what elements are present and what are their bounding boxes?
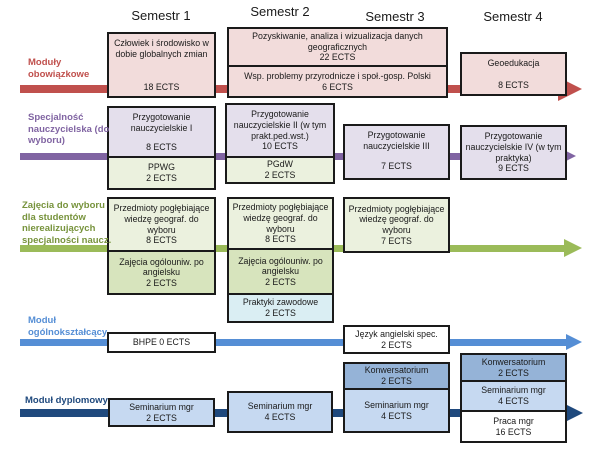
ects-value: 10 ECTS — [262, 141, 298, 152]
module-label-ogolnoksztalcacy: Moduł ogólnokształcący — [28, 315, 108, 338]
ects-value: 8 ECTS — [498, 80, 529, 91]
course-box-pozyskiwanie-danych: Pozyskiwanie, analiza i wizualizacja dan… — [227, 27, 448, 67]
ects-value: 6 ECTS — [322, 81, 353, 92]
ects-value: 7 ECTS — [381, 161, 412, 172]
semester-header-1: Semestr 1 — [131, 8, 191, 23]
course-title: Język angielski spec. — [355, 328, 438, 339]
ects-value: 7 ECTS — [381, 235, 412, 246]
ects-value: 4 ECTS — [264, 412, 296, 422]
course-box-czlowiek-i-srodowisko: Człowiek i środowisko w dobie globalnych… — [107, 32, 216, 98]
course-box-praktyki-zawodowe: Praktyki zawodowe 2 ECTS — [227, 293, 334, 323]
course-title: Przygotowanie nauczycielskie IV (w tym p… — [465, 131, 562, 163]
course-box-jezyk-angielski: Język angielski spec. 2 ECTS — [343, 325, 450, 354]
course-box-przedmioty-poglebiajace-s3: Przedmioty pogłębiające wiedzę geograf. … — [343, 197, 450, 253]
course-box-przygotowanie-1: Przygotowanie nauczycielskie I 8 ECTS — [107, 106, 216, 158]
ects-value: 2 ECTS — [498, 367, 529, 378]
ects-value: 8 ECTS — [265, 234, 296, 245]
course-box-bhpe: BHPE 0 ECTS — [107, 332, 216, 353]
ects-value: 18 ECTS — [143, 82, 180, 93]
course-box-geoedukacja: Geoedukacja 8 ECTS — [460, 52, 567, 96]
course-title: Geoedukacja — [487, 58, 540, 68]
course-title: Seminarium mgr — [247, 401, 313, 412]
arrow-head-ogolnoksztalcacy — [566, 334, 582, 350]
ects-value: 2 ECTS — [264, 170, 296, 180]
course-title: Konwersatorium — [364, 365, 429, 376]
course-title: Przygotowanie nauczycielskie II (w tym p… — [233, 109, 327, 141]
ects-value: 2 ECTS — [381, 376, 412, 386]
ects-value: 4 ECTS — [498, 396, 529, 406]
ects-value: 2 ECTS — [146, 277, 177, 288]
ects-value: 8 ECTS — [146, 142, 177, 153]
course-title: Przedmioty pogłębiające wiedzę geograf. … — [348, 203, 445, 235]
arrow-bar-ogolnoksztalcacy — [20, 339, 568, 346]
module-label-obowiazkowe: Moduły obowiązkowe — [28, 57, 90, 80]
course-title: Praktyki zawodowe — [242, 297, 319, 308]
course-box-przygotowanie-4: Przygotowanie nauczycielskie IV (w tym p… — [460, 125, 567, 180]
course-title: Przygotowanie nauczycielskie I — [130, 112, 193, 133]
course-box-praca-mgr: Praca mgr 16 ECTS — [460, 410, 567, 443]
arrow-head-zajecia — [564, 239, 582, 257]
ects-value: 2 ECTS — [381, 339, 412, 350]
semester-header-2: Semestr 2 — [250, 4, 310, 19]
ects-value: 2 ECTS — [146, 173, 177, 183]
course-box-ppwg: PPWG 2 ECTS — [107, 156, 216, 190]
course-title: Konwersatorium — [481, 356, 546, 367]
module-label-dyplomowy: Moduł dyplomowy — [25, 395, 108, 406]
course-title: Człowiek i środowisko w dobie globalnych… — [114, 38, 209, 59]
course-box-pgdw: PGdW 2 ECTS — [225, 156, 335, 184]
course-title: PGdW — [267, 159, 293, 170]
course-title: Zajęcia ogólouniw. po angielsku — [238, 255, 323, 277]
course-title: BHPE 0 ECTS — [132, 337, 191, 348]
course-box-konwersatorium-s4: Konwersatorium 2 ECTS — [460, 353, 567, 382]
course-title: Przygotowanie nauczycielskie III — [363, 130, 430, 151]
course-box-seminarium-s2: Seminarium mgr 4 ECTS — [227, 391, 333, 433]
course-box-zajecia-ogolouniw-s1: Zajęcia ogólouniw. po angielsku 2 ECTS — [107, 250, 216, 295]
semester-header-3: Semestr 3 — [365, 9, 425, 24]
course-title: Wsp. problemy przyrodnicze i społ.-gosp.… — [244, 70, 431, 81]
module-label-specjalnosc: Specjalność nauczycielska (do wyboru) — [28, 112, 110, 146]
ects-value: 2 ECTS — [265, 308, 296, 318]
course-title: Zajęcia ogólouniw. po angielsku — [119, 256, 204, 278]
ects-value: 2 ECTS — [265, 276, 296, 287]
course-box-seminarium-s3: Seminarium mgr 4 ECTS — [343, 388, 450, 433]
ects-value: 2 ECTS — [146, 412, 177, 423]
ects-value: 9 ECTS — [498, 163, 529, 174]
course-title: Seminarium mgr — [129, 401, 194, 412]
course-box-przedmioty-poglebiajace-s2: Przedmioty pogłębiające wiedzę geograf. … — [227, 197, 334, 250]
course-box-przygotowanie-2: Przygotowanie nauczycielskie II (w tym p… — [225, 103, 335, 158]
ects-value: 22 ECTS — [319, 52, 356, 63]
course-box-zajecia-ogolouniw-s2: Zajęcia ogólouniw. po angielsku 2 ECTS — [227, 248, 334, 295]
course-title: Seminarium mgr — [481, 385, 546, 396]
course-box-przedmioty-poglebiajace-s1: Przedmioty pogłębiające wiedzę geograf. … — [107, 197, 216, 252]
ects-value: 16 ECTS — [495, 426, 532, 437]
arrow-head-dyplomowy — [565, 404, 583, 422]
course-title: Praca mgr — [493, 415, 534, 426]
course-box-seminarium-s4: Seminarium mgr 4 ECTS — [460, 380, 567, 412]
semester-header-4: Semestr 4 — [483, 9, 543, 24]
course-title: Przedmioty pogłębiające wiedzę geograf. … — [113, 203, 210, 235]
ects-value: 8 ECTS — [146, 235, 177, 246]
course-title: Przedmioty pogłębiające wiedzę geograf. … — [232, 202, 329, 234]
course-box-seminarium-s1: Seminarium mgr 2 ECTS — [108, 398, 215, 427]
course-box-przygotowanie-3: Przygotowanie nauczycielskie III 7 ECTS — [343, 124, 450, 180]
course-box-konwersatorium-s3: Konwersatorium 2 ECTS — [343, 362, 450, 390]
ects-value: 4 ECTS — [381, 410, 412, 421]
module-label-zajecia-do-wyboru: Zajęcia do wyboru dla studentów niereali… — [22, 200, 112, 246]
course-title: PPWG — [148, 162, 175, 173]
course-title: Pozyskiwanie, analiza i wizualizacja dan… — [252, 31, 423, 52]
course-title: Seminarium mgr — [364, 399, 429, 410]
course-box-wsp-problemy: Wsp. problemy przyrodnicze i społ.-gosp.… — [227, 65, 448, 98]
